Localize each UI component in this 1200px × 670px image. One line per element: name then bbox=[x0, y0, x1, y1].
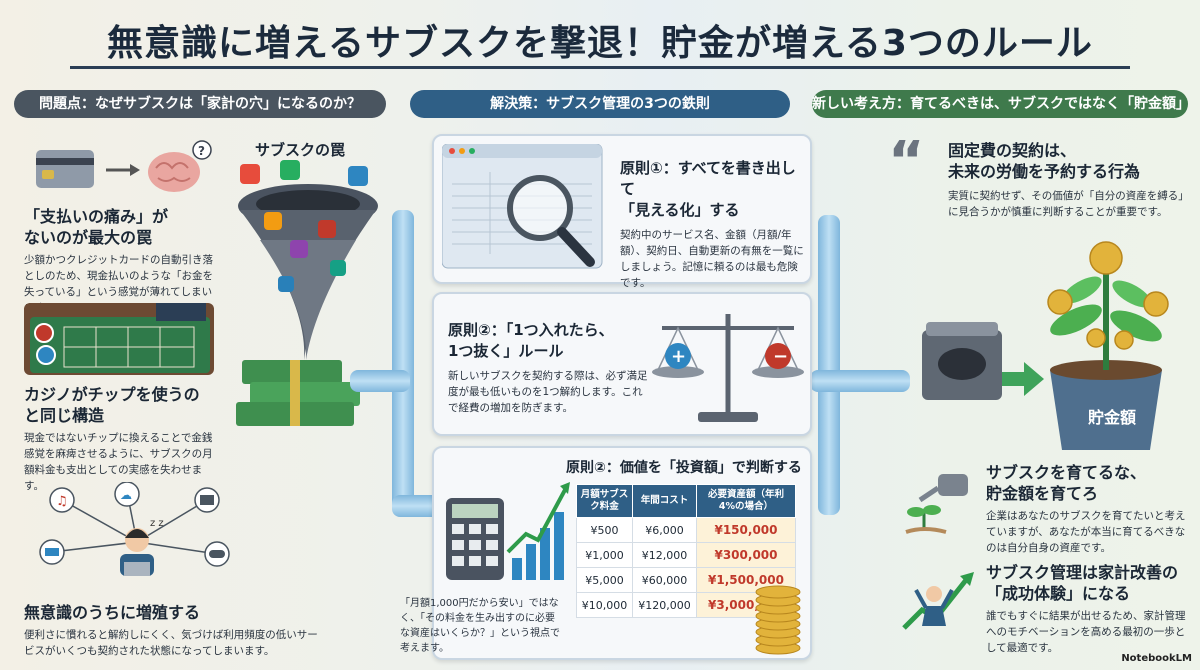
film-icon bbox=[194, 487, 220, 513]
arrow-right-icon bbox=[106, 164, 140, 176]
block-title-unconscious: 無意識のうちに増殖する bbox=[24, 603, 201, 622]
column-header-solution: 解決策：サブスク管理の3つの鉄則 bbox=[410, 90, 790, 118]
table-cell: ¥300,000 bbox=[696, 542, 796, 568]
svg-text:z z: z z bbox=[150, 518, 164, 529]
magnifier-icon bbox=[507, 175, 595, 267]
quote-title: 固定費の契約は、 未来の労働を予約する行為 bbox=[948, 141, 1141, 181]
plant-pot-icon bbox=[1050, 270, 1162, 450]
music-note-icon: ♫ bbox=[49, 487, 75, 513]
sleeping-person-icon: z z bbox=[120, 518, 164, 576]
table-cell: ¥150,000 bbox=[696, 517, 796, 543]
rule-1-text: 契約中のサービス名、金額（月額/年額）、契約日、自動更新の有無を一覧にしましょう… bbox=[620, 229, 804, 289]
coin-icon bbox=[1047, 241, 1169, 350]
svg-text:☁: ☁ bbox=[120, 488, 132, 502]
cart-icon bbox=[39, 539, 65, 565]
watering-can-icon bbox=[918, 474, 968, 503]
pipe-left-connector bbox=[350, 370, 410, 392]
rule-1-title: 原則①：すべてを書き出して 「見える化」する bbox=[620, 159, 796, 219]
column-header-problem: 問題点：なぜサブスクは「家計の穴」になるのか？ bbox=[14, 90, 386, 118]
block-text-success: 誰でもすぐに結果が出せるため、家計管理へのモチベーションを高める最初の一歩として… bbox=[986, 610, 1186, 654]
table-row: ¥500 ¥6,000 ¥150,000 bbox=[576, 517, 796, 543]
rule-3-panel: 原則②：価値を「投資額」で判断する 月額サブスク料金 年間コスト 必要資産額 bbox=[400, 446, 812, 660]
block-text-casino: 現金ではないチップに換えることで金銭感覚を麻痺させるように、サブスクの月額料金も… bbox=[24, 432, 213, 492]
block-title-grow-savings: サブスクを育てるな、 貯金額を育てろ bbox=[986, 463, 1147, 503]
filter-box-icon bbox=[922, 322, 1002, 400]
table-cell: ¥10,000 bbox=[576, 592, 633, 618]
table-header: 月額サブスク料金 bbox=[576, 484, 633, 518]
page-title: 無意識に増えるサブスクを撃退！貯金が増える3つのルール bbox=[107, 23, 1093, 64]
svg-text:+: + bbox=[671, 346, 686, 367]
question-bubble-icon: ? bbox=[192, 140, 212, 160]
subscription-trap-label: サブスクの罠 bbox=[255, 141, 346, 159]
block-text-unconscious: 便利さに慣れると解約しにくく、気づけば利用頻度の低いサービスがいくつも契約された… bbox=[24, 629, 318, 657]
svg-text:♫: ♫ bbox=[56, 494, 68, 509]
block-text-grow-savings: 企業はあなたのサブスクを育てたいと考えていますが、あなたが本当に育てるべきなのは… bbox=[986, 510, 1186, 554]
table-row: ¥5,000 ¥60,000 ¥1,500,000 bbox=[576, 567, 796, 593]
spreadsheet-magnifier-illustration bbox=[442, 144, 603, 269]
rule-3-note: 「月額1,000円だから安い」ではなく、「その料金を生み出すのに必要な資産はいく… bbox=[400, 598, 560, 654]
success-person-icon bbox=[902, 572, 974, 630]
block-title-payment-pain: 「支払いの痛み」が ないのが最大の罠 bbox=[24, 207, 169, 247]
table-row: ¥1,000 ¥12,000 ¥300,000 bbox=[576, 542, 796, 568]
brain-icon bbox=[148, 152, 200, 192]
rule-2-title: 原則②：「1つ入れたら、 1つ抜く」ルール bbox=[448, 321, 614, 360]
balance-scale-illustration: + − bbox=[652, 314, 804, 422]
title-underline bbox=[70, 66, 1130, 69]
rule-2-text: 新しいサブスクを契約する際は、必ず満足度が最も低いものを1つ解約します。これで経… bbox=[448, 370, 648, 414]
pipe-right-vertical bbox=[818, 215, 840, 515]
savings-plant-illustration bbox=[922, 241, 1169, 450]
sprout-icon bbox=[905, 505, 947, 534]
cash-stack-icon bbox=[236, 360, 360, 426]
svg-text:?: ? bbox=[198, 144, 205, 158]
table-cell: ¥500 bbox=[576, 517, 633, 543]
block-title-casino: カジノがチップを使うの と同じ構造 bbox=[24, 385, 200, 425]
quote-mark-icon: “ bbox=[888, 140, 925, 176]
notebooklm-badge: NotebookLM bbox=[1121, 653, 1192, 664]
plus-icon: + bbox=[665, 343, 691, 369]
rule-2-panel: 原則②：「1つ入れたら、 1つ抜く」ルール 新しいサブスクを契約する際は、必ず満… bbox=[432, 292, 812, 436]
pipe-right-connector bbox=[810, 370, 910, 392]
table-cell: ¥5,000 bbox=[576, 567, 633, 593]
casino-table-illustration bbox=[24, 303, 214, 375]
table-cell: ¥12,000 bbox=[632, 542, 697, 568]
unconscious-subscriptions-illustration: ♫ ☁ z z bbox=[39, 482, 230, 576]
calculator-icon bbox=[446, 498, 504, 580]
rule-1-panel: 原則①：すべてを書き出して 「見える化」する 契約中のサービス名、金額（月額/年… bbox=[432, 134, 812, 289]
svg-text:−: − bbox=[773, 346, 788, 367]
subscription-tornado-illustration bbox=[236, 160, 378, 426]
rule-3-title: 原則②：価値を「投資額」で判断する bbox=[566, 460, 802, 476]
savings-pot-label: 貯金額 bbox=[1087, 408, 1136, 427]
table-cell: ¥60,000 bbox=[632, 567, 697, 593]
arrow-right-icon bbox=[1002, 362, 1044, 396]
table-header: 年間コスト bbox=[632, 484, 697, 518]
credit-card-icon bbox=[36, 150, 94, 188]
watering-sprout-icon bbox=[905, 474, 968, 534]
svg-text:“: “ bbox=[888, 140, 925, 176]
pipe-left-vertical bbox=[392, 210, 414, 510]
casino-chip-icon bbox=[34, 323, 56, 365]
card-to-brain-illustration: ? bbox=[36, 140, 212, 192]
table-header: 必要資産額（年利4%の場合） bbox=[696, 484, 796, 518]
block-title-success: サブスク管理は家計改善の 「成功体験」になる bbox=[986, 563, 1179, 603]
cloud-icon: ☁ bbox=[114, 482, 140, 507]
gamepad-icon bbox=[204, 541, 230, 567]
table-cell: ¥1,000 bbox=[576, 542, 633, 568]
table-cell: ¥6,000 bbox=[632, 517, 697, 543]
app-icons-cluster bbox=[240, 160, 368, 292]
quote-text: 実質に契約せず、その価値が「自分の資産を縛る」に見合うかが慎重に判断することが重… bbox=[948, 190, 1184, 218]
investment-table: 月額サブスク料金 年間コスト 必要資産額（年利4%の場合） ¥500 ¥6,00… bbox=[576, 484, 796, 618]
column-header-mindset: 新しい考え方：育てるべきは、サブスクではなく「貯金額」 bbox=[812, 90, 1190, 118]
table-cell: ¥120,000 bbox=[632, 592, 697, 618]
bar-growth-icon bbox=[506, 482, 570, 580]
calculator-growth-illustration bbox=[446, 482, 570, 580]
coin-stack-icon bbox=[755, 585, 801, 655]
minus-icon: − bbox=[765, 343, 791, 369]
